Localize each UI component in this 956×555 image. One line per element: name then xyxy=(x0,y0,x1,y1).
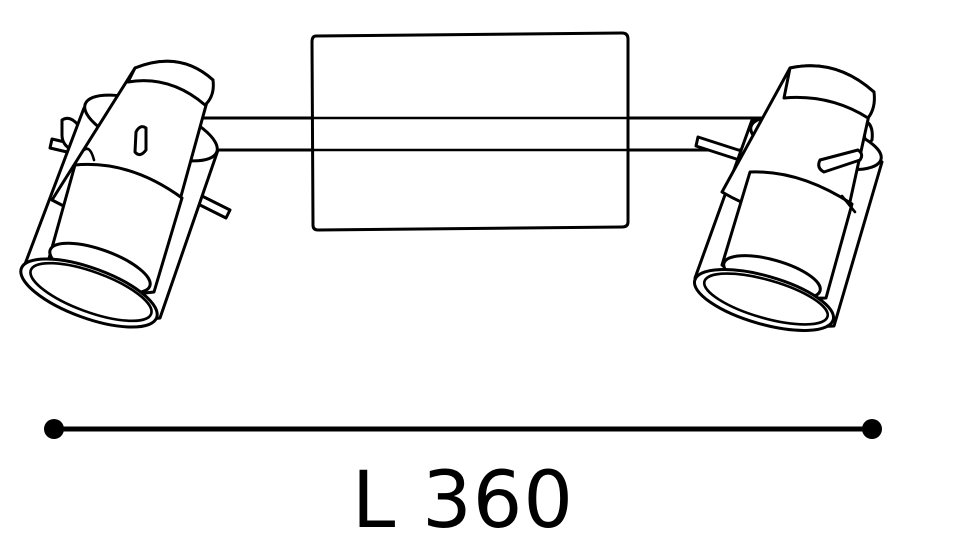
right-spotlight xyxy=(692,64,884,332)
mounting-plate xyxy=(310,31,630,232)
dimension-start-dot xyxy=(44,419,64,439)
dimension-end-dot xyxy=(862,419,882,439)
dimension-line xyxy=(44,419,882,439)
left-spotlight xyxy=(19,59,232,329)
dimension-label: L 360 xyxy=(351,456,575,546)
